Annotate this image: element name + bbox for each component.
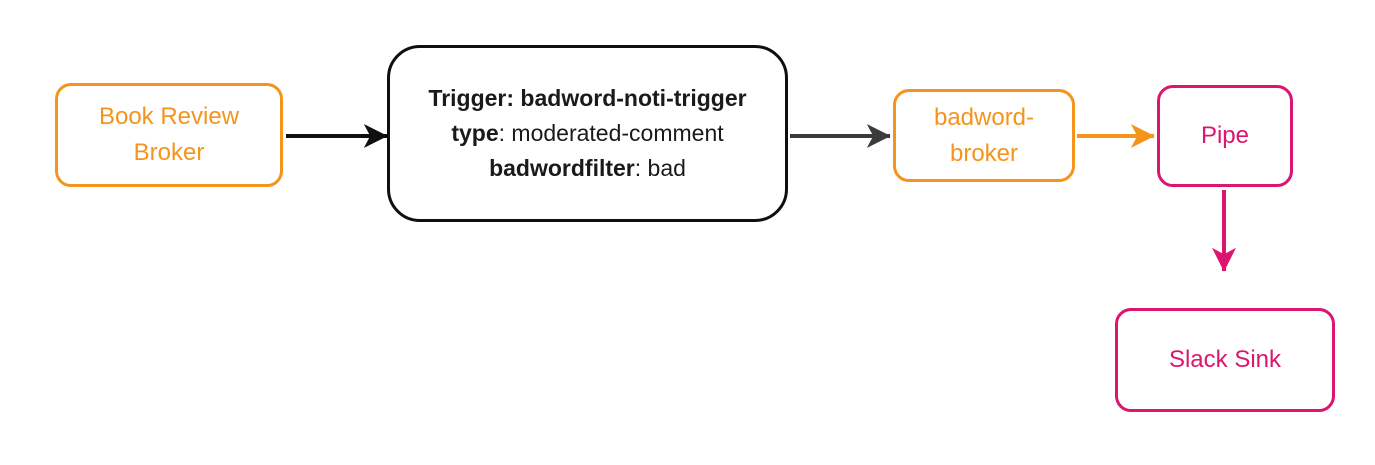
trigger-type-rest: : moderated-comment: [498, 120, 724, 146]
node-trigger-details: Trigger: badword-noti-trigger type: mode…: [387, 45, 788, 222]
node-slack-sink: Slack Sink: [1115, 308, 1335, 412]
trigger-type-bold: type: [451, 120, 499, 146]
node-pipe: Pipe: [1157, 85, 1293, 187]
trigger-name-bold: Trigger: badword-noti-trigger: [428, 85, 747, 111]
trigger-filter-line: badwordfilter: bad: [489, 151, 686, 186]
trigger-name-line: Trigger: badword-noti-trigger: [428, 81, 746, 116]
node-label: Book Review Broker: [98, 103, 240, 166]
trigger-filter-rest: : bad: [634, 155, 686, 181]
node-badword-broker: badword- broker: [893, 89, 1075, 182]
trigger-type-line: type: moderated-comment: [451, 116, 723, 151]
node-label: badword- broker: [933, 103, 1035, 167]
trigger-filter-bold: badwordfilter: [489, 155, 635, 181]
node-label: Pipe: [1200, 122, 1250, 149]
node-book-review-broker: Book Review Broker: [55, 83, 283, 187]
node-label: Slack Sink: [1168, 346, 1282, 373]
